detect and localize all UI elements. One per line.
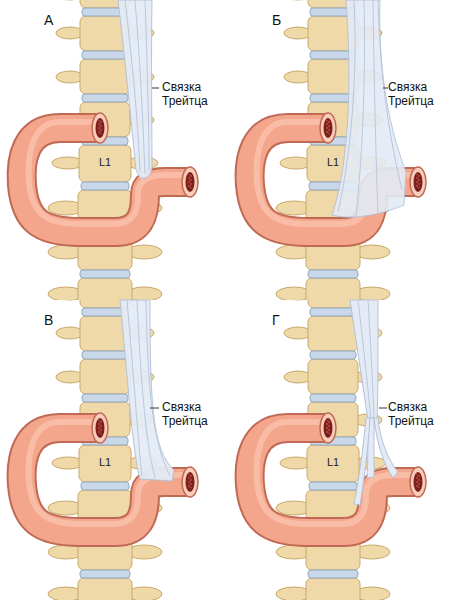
ligament-label: Связка Трейтца [388, 400, 452, 428]
treitz-ligament [332, 0, 406, 217]
ligament-label: Связка Трейтца [162, 80, 226, 108]
spine-duodenum [22, 0, 198, 314]
ligament-label: Связка Трейтца [162, 400, 226, 428]
vertebra-label: L1 [93, 156, 117, 168]
panel-letter: А [44, 12, 53, 28]
spine-duodenum [250, 280, 426, 600]
spine-duodenum [250, 0, 426, 314]
spine-duodenum [22, 280, 198, 600]
panel-letter: Г [272, 312, 280, 328]
treitz-ligament [118, 0, 159, 178]
vertebra-label: L1 [93, 456, 117, 468]
vertebra-label: L1 [321, 456, 345, 468]
vertebra-label: L1 [321, 156, 345, 168]
ligament-label: Связка Трейтца [388, 80, 452, 108]
panel-letter: В [44, 312, 53, 328]
treitz-ligament [120, 300, 174, 481]
panel-letter: Б [272, 12, 281, 28]
